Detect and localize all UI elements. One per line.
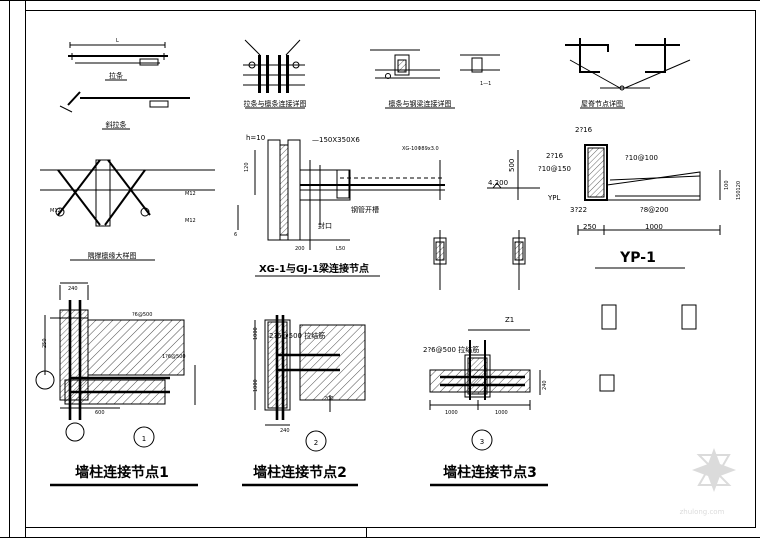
wall1-title: 墙柱连接节点1 [75, 464, 169, 481]
plate-label: —150X350X6 [312, 136, 360, 144]
detail-purlin-steel: 1—1 檩条与钢梁连接详图 [370, 49, 500, 109]
l50-label: L50 [336, 246, 345, 252]
yp-bars2: 2?16 [546, 152, 564, 160]
watermark-logo-icon [692, 448, 736, 492]
w2-240: 240 [280, 428, 290, 434]
w1-r168500: 1?6@500 [162, 354, 186, 360]
detail-wall2: 2?6@500 拉结筋 1000 1000 200 240 2 墙柱连接节点2 [242, 315, 366, 487]
detail-wall3: Z1 2?6@500 拉结筋 1000 1000 240 3 墙柱连接节点3 [423, 316, 548, 487]
w2-1000b: 1000 [253, 379, 259, 392]
yp-d150: 150120 [736, 181, 742, 200]
s6-label: 6 [234, 232, 237, 238]
w3-240: 240 [542, 380, 548, 390]
yp-stir: ?10@100 [625, 154, 658, 162]
watermark-text: zhulong.com [680, 508, 725, 516]
brace-title: 拉条 [109, 71, 123, 80]
w1-r6500: ?6@500 [132, 312, 152, 318]
yp-stir2: ?10@150 [538, 165, 571, 173]
yp-topbar: 2?16 [575, 126, 593, 134]
w1-600: 600 [95, 410, 105, 416]
w3-bar: 2?6@500 拉结筋 [423, 345, 479, 354]
h-label: h=10 [246, 134, 265, 142]
yp-b3: 3?22 [570, 206, 587, 214]
detail-wall1: 240 250 600 ?6@500 1?6@500 1 墙柱连接节点1 [35, 282, 198, 487]
wall3-title: 墙柱连接节点3 [443, 464, 537, 481]
w2-200: 200 [324, 396, 334, 402]
d120-label: 120 [244, 162, 250, 172]
yp-elev: 4.200 [488, 179, 508, 187]
d200-label: 200 [295, 246, 305, 252]
detail-xg-gj: h=10 —150X350X6 XG-10Φ89x3.0 钢管开槽 封口 120… [234, 134, 445, 277]
detail-ridge: 屋脊节点详图 [565, 38, 691, 109]
m12-left: M12 [50, 208, 61, 214]
yp-d100: 100 [724, 180, 730, 190]
section-mark: 1—1 [480, 81, 491, 87]
bracing-title: 隅撑檩缘大样图 [88, 251, 137, 260]
w3-z1: Z1 [505, 316, 514, 324]
len-label: L [116, 38, 119, 44]
watermark: zhulong.com [680, 448, 736, 516]
detail-yp1: 2?16 ?10@100 500 2?16 ?10@150 4.200 YPL … [487, 126, 742, 269]
xg-label: XG-10Φ89x3.0 [402, 146, 439, 152]
w1-250: 250 [42, 338, 48, 348]
wall1-num: 1 [142, 435, 146, 443]
xg-gj-title: XG-1与GJ-1梁连接节点 [259, 262, 369, 275]
ridge-title: 屋脊节点详图 [581, 99, 623, 108]
seal-label: 封口 [318, 221, 332, 230]
wall2-title: 墙柱连接节点2 [253, 464, 347, 481]
w3-1000a: 1000 [445, 410, 458, 416]
w1-240: 240 [68, 286, 78, 292]
wall2-num: 2 [314, 439, 318, 447]
m12-lower: M12 [185, 218, 196, 224]
detail-purlin-brace: 拉条与檩条连接详图 [243, 39, 307, 109]
yp-d1000: 1000 [645, 223, 663, 231]
purlin-steel-title: 檩条与钢梁连接详图 [389, 99, 452, 108]
yp-d500: 500 [508, 159, 516, 172]
small-sections [433, 230, 697, 392]
yp-b8: ?8@200 [640, 206, 669, 214]
w3-1000b: 1000 [495, 410, 508, 416]
w2-1000a: 1000 [253, 327, 259, 340]
yp-d250: 250 [583, 223, 596, 231]
wall3-num: 3 [480, 438, 484, 446]
w2-bar: 2?6@500 拉结筋 [269, 331, 325, 340]
diag-brace-title: 斜拉条 [106, 120, 127, 129]
purlin-brace-title: 拉条与檩条连接详图 [244, 99, 307, 108]
detail-brace: L 拉条 斜拉条 [59, 38, 190, 130]
detail-bracing: M12 M12 M12 隅撑檩缘大样图 [40, 159, 215, 261]
slot-label: 钢管开槽 [351, 205, 379, 214]
yp-ypl: YPL [547, 194, 560, 202]
m12-right: M12 [185, 191, 196, 197]
yp1-title: YP-1 [619, 250, 656, 266]
